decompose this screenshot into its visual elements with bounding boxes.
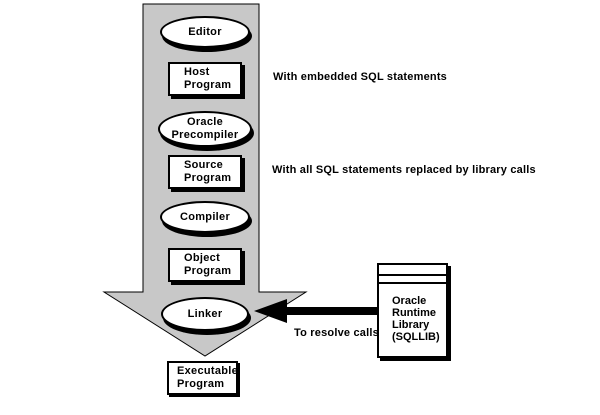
node-source-program-label: Source Program bbox=[184, 159, 232, 184]
node-source-program: Source Program bbox=[168, 155, 242, 189]
node-compiler: Compiler bbox=[160, 201, 250, 233]
library-label: Oracle Runtime Library (SQLLIB) bbox=[392, 295, 440, 344]
annotation-replaced-sql: With all SQL statements replaced by libr… bbox=[272, 164, 536, 176]
node-editor: Editor bbox=[160, 16, 250, 48]
node-linker: Linker bbox=[161, 297, 249, 331]
node-linker-label: Linker bbox=[187, 307, 223, 320]
annotation-embedded-sql: With embedded SQL statements bbox=[273, 71, 447, 83]
library-header-row-2 bbox=[379, 276, 446, 284]
library-box: Oracle Runtime Library (SQLLIB) bbox=[377, 263, 448, 358]
annotation-resolve-calls: To resolve calls bbox=[294, 327, 379, 339]
node-executable-program: Executable Program bbox=[167, 361, 238, 395]
node-compiler-label: Compiler bbox=[179, 210, 231, 223]
node-oracle-precompiler: Oracle Precompiler bbox=[158, 111, 252, 147]
node-oracle-precompiler-label: Oracle Precompiler bbox=[171, 116, 239, 141]
left-arrow-icon bbox=[254, 299, 377, 323]
node-host-program: Host Program bbox=[168, 62, 242, 96]
node-editor-label: Editor bbox=[188, 25, 222, 38]
library-header-row-1 bbox=[379, 265, 446, 276]
node-object-program-label: Object Program bbox=[184, 252, 232, 277]
node-host-program-label: Host Program bbox=[184, 66, 232, 91]
node-executable-program-label: Executable Program bbox=[177, 365, 239, 390]
node-object-program: Object Program bbox=[168, 248, 242, 282]
